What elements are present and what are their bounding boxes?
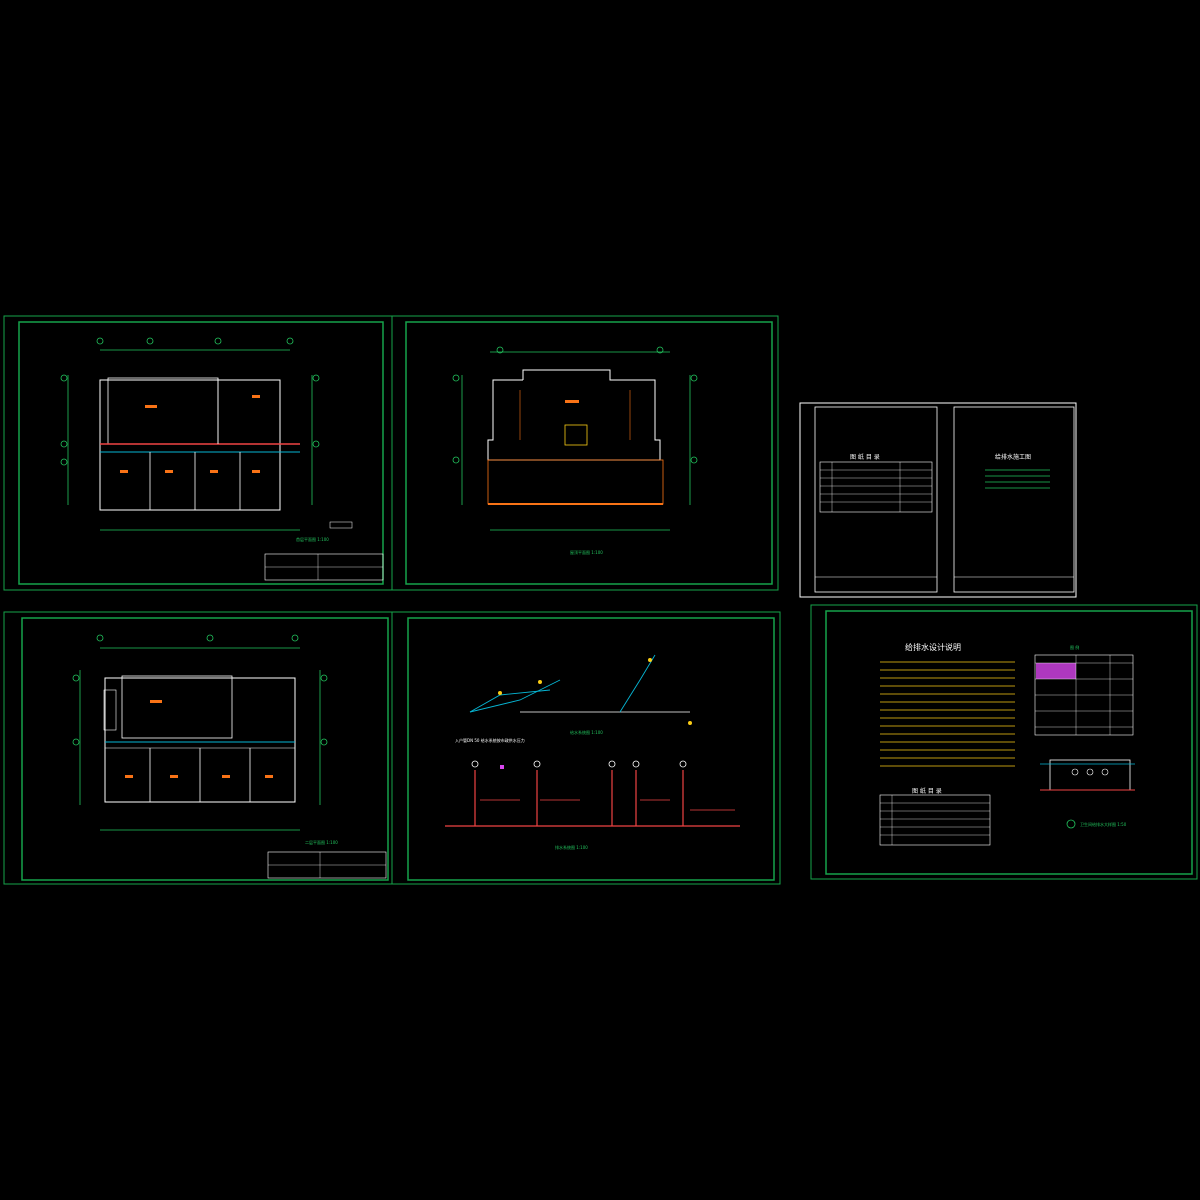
design-notes-title: 给排水设计说明 [905,643,961,652]
second-floor-plan-caption: 二层平面图 1:100 [305,840,338,845]
legend-title: 图 例 [1070,645,1080,650]
sheet-index [799,402,1077,598]
roof-plan-caption: 屋顶平面图 1:100 [570,550,603,555]
bathroom-detail-caption: 卫生间给排水大样图 1:50 [1080,822,1127,827]
sheet-roof-plan [391,315,779,591]
ground-floor-plan-caption: 首层平面图 1:100 [296,537,329,542]
supply-system-caption: 给水系统图 1:100 [570,730,603,735]
sheet-design-notes [810,604,1198,880]
sheet-system-diagram [391,611,781,885]
system-note: 入户管DN 50 给水系统按市政供水压力 [455,738,525,743]
drain-system-caption: 排水系统图 1:100 [555,845,588,850]
cover-title: 给排水施工图 [995,454,1032,461]
index-title: 图 纸 目 录 [850,454,880,461]
catalog-title: 图 纸 目 录 [912,788,942,795]
sheet-ground-floor-plan [3,315,393,591]
